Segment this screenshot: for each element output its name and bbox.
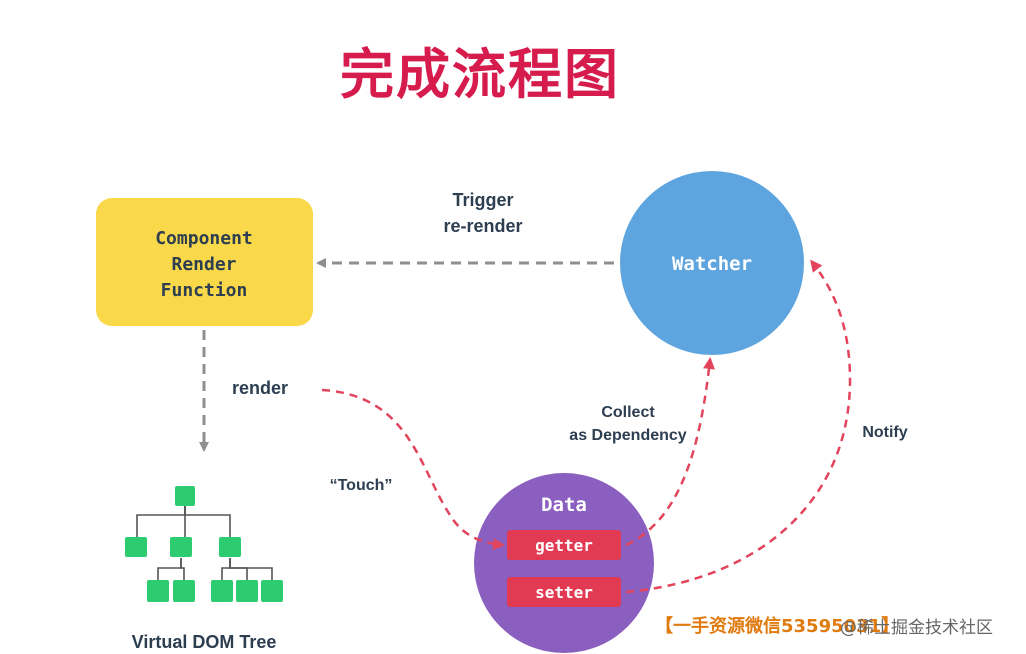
tree-nodes [125,486,283,602]
collect-label-line2: as Dependency [569,427,686,444]
trigger-label-line2: re-render [443,216,522,236]
watermark-site: @稀土掘金技术社区 [840,618,993,638]
tree-icon [136,505,273,580]
watcher-node: Watcher [620,171,804,355]
getter-pill [507,530,621,560]
touch-edge: “Touch” [321,388,505,551]
component-label-line3: Function [161,280,248,301]
watcher-label: Watcher [672,253,752,275]
render-label: render [232,378,288,398]
setter-pill [507,577,621,607]
component-render-function-box: Component Render Function [96,198,313,326]
notify-label: Notify [862,424,907,441]
component-label-line2: Render [171,254,236,275]
notify-edge: Notify [625,259,908,594]
virtual-dom-tree-label: Virtual DOM Tree [132,632,277,652]
trigger-rerender-edge: Trigger re-render [316,190,614,268]
collect-dependency-edge: Collect as Dependency [569,357,715,547]
trigger-label-line1: Trigger [452,190,513,210]
touch-label: “Touch” [330,477,393,494]
data-node: Data getter setter [474,473,654,653]
setter-label: setter [535,583,593,602]
getter-label: getter [535,536,593,555]
data-label: Data [541,494,587,516]
watermark-text: 【一手资源微信53595031】 [655,616,900,637]
collect-label-line1: Collect [601,404,655,421]
component-label-line1: Component [155,228,253,249]
render-edge: render [199,330,288,452]
page-title: 完成流程图 [340,43,620,106]
